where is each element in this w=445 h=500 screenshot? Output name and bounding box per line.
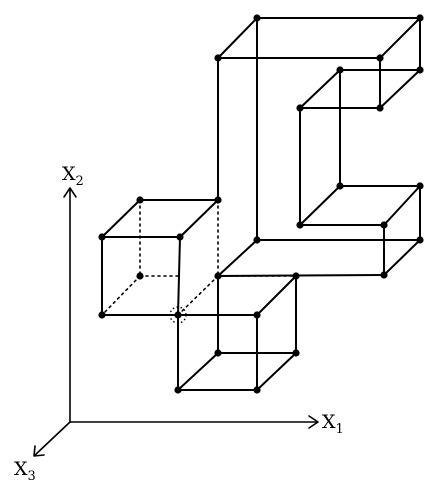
x2-axis-label: X2 [62, 163, 84, 189]
vertex [416, 14, 424, 22]
vertex [136, 272, 144, 280]
vertex [98, 233, 106, 241]
vertex [136, 196, 144, 204]
vertex [336, 182, 344, 190]
vertex [380, 271, 388, 279]
vertex [253, 14, 261, 22]
x3-arrowhead [33, 445, 45, 457]
vertex [214, 272, 222, 280]
edge [177, 352, 219, 391]
vertex [253, 311, 261, 319]
edge [217, 17, 258, 59]
x1-axis-label: X1 [322, 411, 344, 437]
hidden-edge [177, 275, 219, 316]
vertex [214, 349, 222, 357]
vertex [174, 386, 182, 394]
vertex [296, 221, 304, 229]
coordinate-axes [33, 187, 319, 457]
vertex [296, 104, 304, 112]
edge [383, 185, 421, 226]
vertex [376, 104, 384, 112]
vertex [253, 386, 261, 394]
edge [256, 352, 297, 391]
edge [299, 185, 341, 226]
edge [177, 236, 181, 316]
x3-axis [33, 421, 71, 457]
edge [383, 239, 421, 276]
solid-edges [101, 17, 421, 391]
edge [101, 199, 141, 238]
vertex [292, 272, 300, 280]
vertex [176, 233, 184, 241]
x2-arrowhead [63, 187, 77, 198]
vertex [416, 182, 424, 190]
vertex [416, 236, 424, 244]
hidden-vertex-marker [169, 306, 187, 324]
vertex [336, 66, 344, 74]
edge [299, 69, 341, 109]
edge [179, 199, 219, 238]
vertices [98, 14, 424, 394]
edge [217, 274, 385, 277]
edge [217, 239, 258, 277]
vertex [214, 196, 222, 204]
x3-axis-label: X3 [14, 458, 36, 484]
vertex [416, 66, 424, 74]
vertex [380, 221, 388, 229]
vertex [292, 349, 300, 357]
vertex [98, 311, 106, 319]
hidden-edge [101, 275, 141, 316]
edge [379, 17, 421, 59]
vertex [253, 236, 261, 244]
vertex [174, 311, 182, 319]
x1-arrowhead [308, 415, 319, 429]
vertex [214, 54, 222, 62]
edge [379, 69, 421, 109]
edge [256, 275, 297, 316]
vertex [376, 54, 384, 62]
